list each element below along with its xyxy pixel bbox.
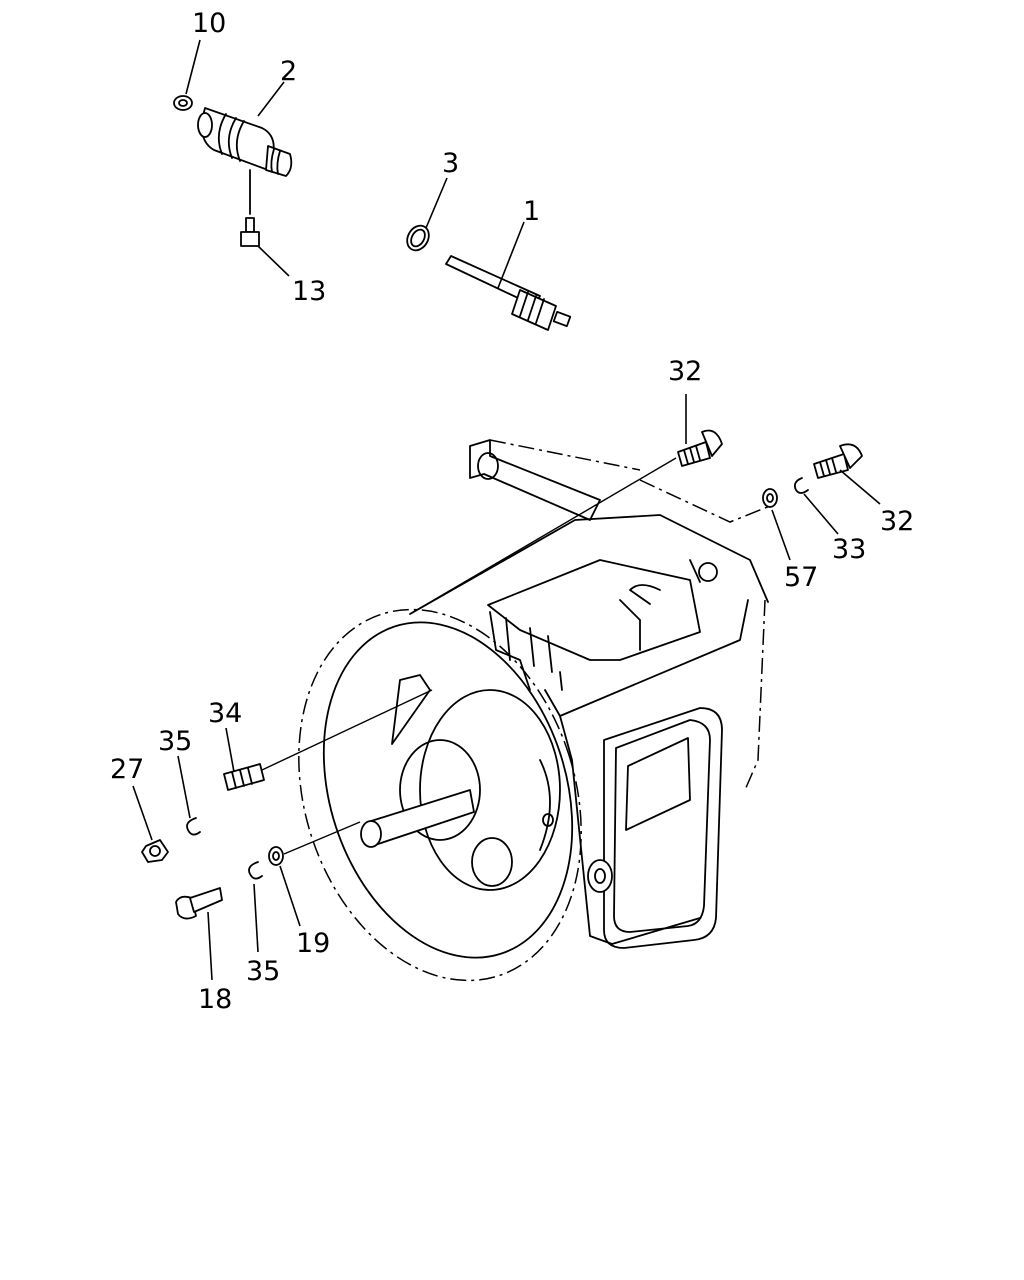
callout-13: 13 [292,276,326,307]
callout-3: 3 [442,148,459,179]
callout-32-right: 32 [880,506,914,537]
part-18-bolt [175,887,223,920]
callout-18: 18 [198,984,232,1015]
callout-10: 10 [192,8,226,39]
callout-27: 27 [110,754,144,785]
callout-1: 1 [523,196,540,227]
part-32-bolt-top [677,429,723,467]
callout-34: 34 [208,698,242,729]
part-35-lock-washer-upper [186,817,201,836]
callout-57: 57 [784,562,818,593]
part-34-stud [223,763,265,791]
callout-33: 33 [832,534,866,565]
part-19-washer [268,846,284,866]
part-10-nut [173,95,193,111]
part-13-screw [240,169,260,247]
part-33-lock-washer [793,477,809,494]
callout-32-top: 32 [668,356,702,387]
part-2-speed-sensor [197,107,293,177]
callout-35-upper: 35 [158,726,192,757]
callout-2: 2 [280,56,297,87]
callout-35-lower: 35 [246,956,280,987]
part-1-driven-gear-shaft [445,255,572,331]
transmission-housing [298,439,771,982]
part-35-lock-washer-lower [248,861,263,880]
part-27-nut [141,839,169,863]
part-3-o-ring [406,224,430,252]
part-32-bolt-right [813,443,863,479]
callout-19: 19 [296,928,330,959]
part-57-washer [762,488,778,508]
